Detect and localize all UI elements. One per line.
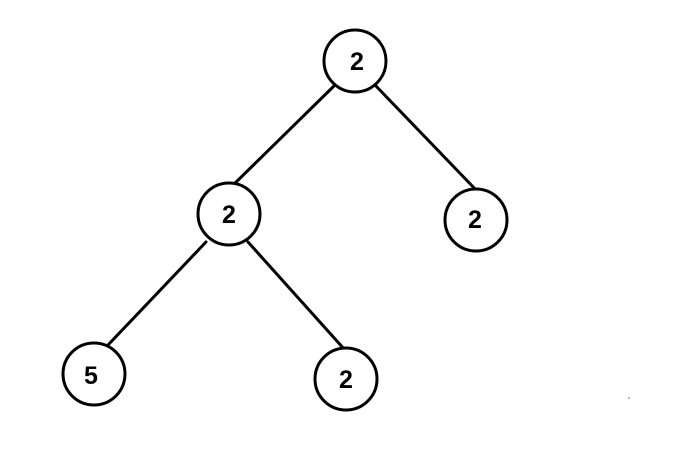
node-circle — [61, 341, 127, 407]
node-value: 2 — [468, 206, 482, 234]
node-circle — [443, 187, 509, 253]
edges-layer — [106, 83, 480, 352]
edge-left-left-right — [246, 240, 347, 352]
node-value: 2 — [339, 366, 353, 394]
edge-root-right — [373, 83, 480, 194]
node-value: 5 — [84, 362, 98, 390]
node-circle — [313, 346, 379, 412]
edge-root-left — [226, 83, 337, 192]
node-circle — [322, 28, 388, 94]
tree-node-right: 2 — [443, 187, 509, 253]
edge-left-left-left — [106, 240, 208, 347]
tree-node-left: 2 — [196, 181, 262, 247]
tree-node-left-left: 5 — [61, 341, 127, 407]
nodes-layer: 2 2 2 5 2 — [61, 28, 509, 412]
tree-node-left-right: 2 — [313, 346, 379, 412]
node-value: 2 — [222, 201, 236, 229]
tree-node-root: 2 — [322, 28, 388, 94]
node-circle — [196, 181, 262, 247]
stray-dot — [628, 397, 630, 399]
node-value: 2 — [350, 48, 364, 76]
